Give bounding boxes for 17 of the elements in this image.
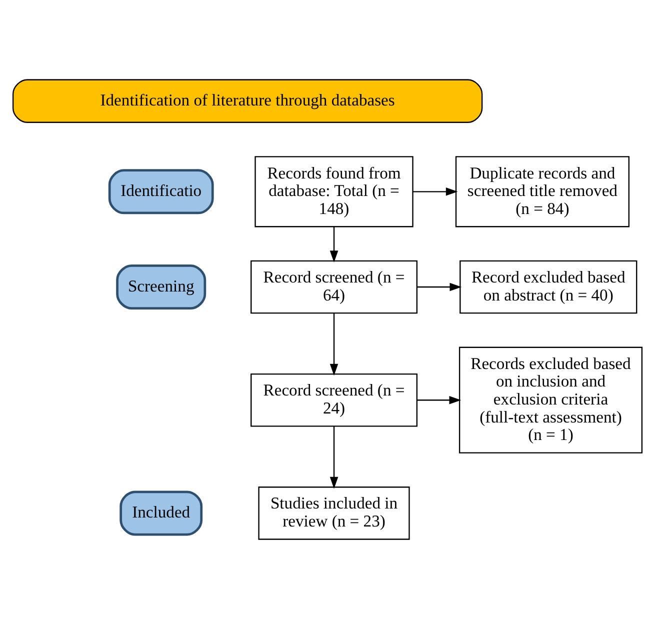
node-box: Identification of literature through databases	[12, 79, 483, 123]
arrow	[330, 426, 338, 489]
arrow	[330, 226, 338, 263]
node-box: Records found from database: Total (n = 148)	[254, 156, 414, 228]
node-box: Included	[120, 490, 203, 536]
node-box: Records excluded based on inclusion and exclusion criteria (full-text assessment) (n = 1)	[458, 346, 643, 454]
node-box: Studies included in review (n = 23)	[258, 486, 410, 540]
node-box: Identificatio	[108, 169, 214, 214]
arrow	[416, 396, 462, 404]
node-box: Record excluded based on abstract (n = 40)	[460, 260, 638, 314]
node-box: Record screened (n = 64)	[250, 260, 418, 314]
arrow	[330, 313, 338, 376]
arrow	[417, 282, 462, 292]
node-box: Duplicate records and screened title removed (n = 84)	[455, 156, 630, 228]
arrow	[413, 188, 458, 196]
node-box: Record screened (n = 24)	[250, 373, 418, 427]
node-box: Screening	[116, 264, 206, 310]
